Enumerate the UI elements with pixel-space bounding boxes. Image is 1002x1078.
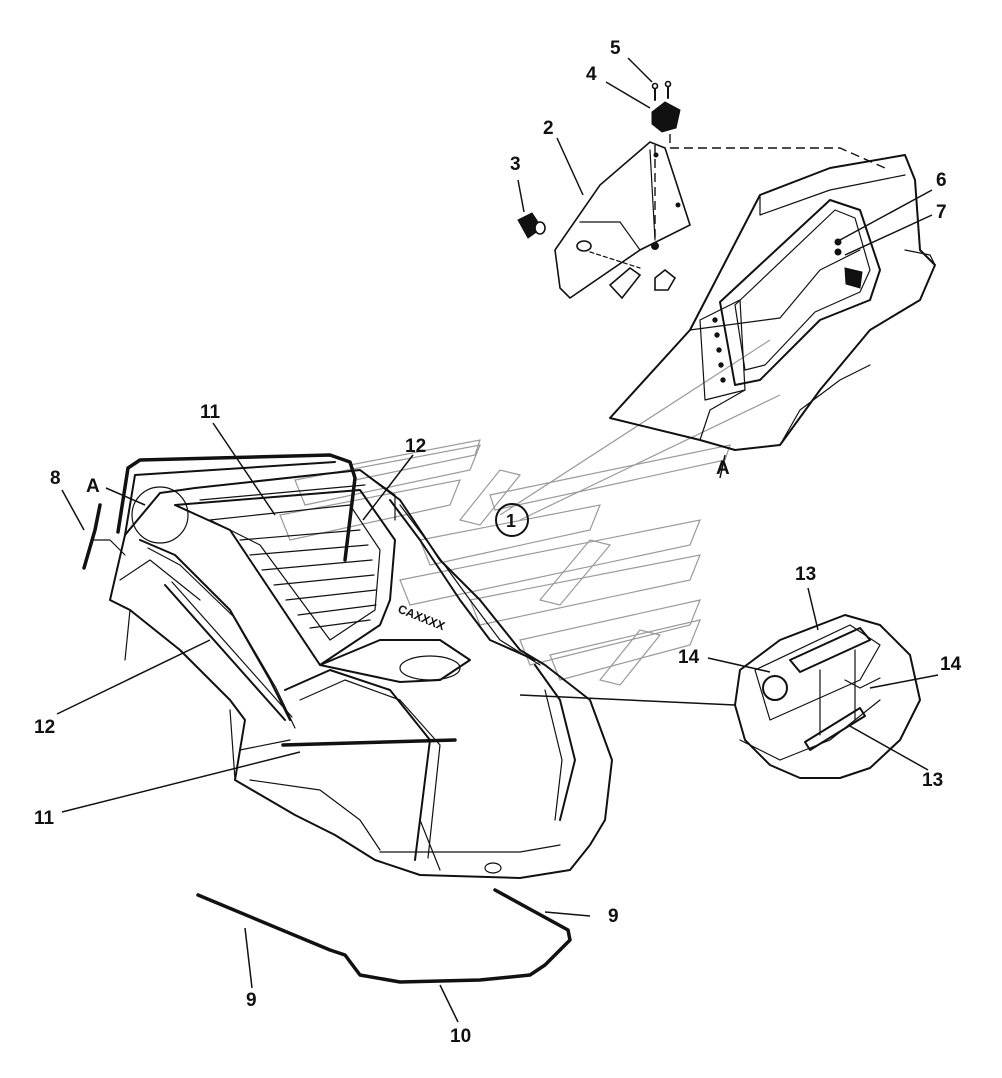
callout-11-top: 11 [200,402,221,423]
callout-a-right: A [716,458,730,479]
callout-12-top: 12 [405,436,426,457]
callout-8: 8 [50,468,61,489]
watermark-logo [279,439,731,686]
hinge-part-4 [651,80,681,133]
callout-14-right: 14 [940,654,962,675]
callout-13-top: 13 [795,564,816,585]
callout-4: 4 [586,64,597,85]
callout-labels: 5 4 2 3 6 7 A 11 12 8 A 1 13 14 14 13 12… [34,38,962,1047]
callout-1: 1 [506,511,516,531]
callout-9-right: 9 [608,906,619,927]
callout-2: 2 [543,118,554,139]
callout-5: 5 [610,38,621,59]
knob-part-3 [517,212,546,239]
callout-6: 6 [936,170,947,191]
callout-11-bottom: 11 [34,808,55,829]
callout-1-circle [495,503,529,537]
strip-part-12-left [164,581,293,721]
hatch-cover-part-2 [554,141,691,300]
cover-part-10 [196,888,572,984]
callout-1-leaders [499,339,781,521]
callout-7: 7 [936,202,947,223]
detail-view-13-14 [734,614,921,779]
strip-part-11-bottom [281,738,457,747]
callout-12-left: 12 [34,717,55,738]
leader-lines [56,57,939,1023]
cab-roof-body: CAXXXX [109,469,613,879]
callout-9-left: 9 [246,990,257,1011]
callout-3: 3 [510,154,521,175]
roof-section-a [609,154,936,451]
callout-a-left: A [86,476,100,497]
nameplate-text: CAXXXX [396,602,447,633]
callout-14-left: 14 [678,647,700,668]
callout-10: 10 [450,1026,471,1047]
roof-rail [116,453,357,562]
callout-13-bottom: 13 [922,770,943,791]
seal-part-8 [82,503,126,570]
